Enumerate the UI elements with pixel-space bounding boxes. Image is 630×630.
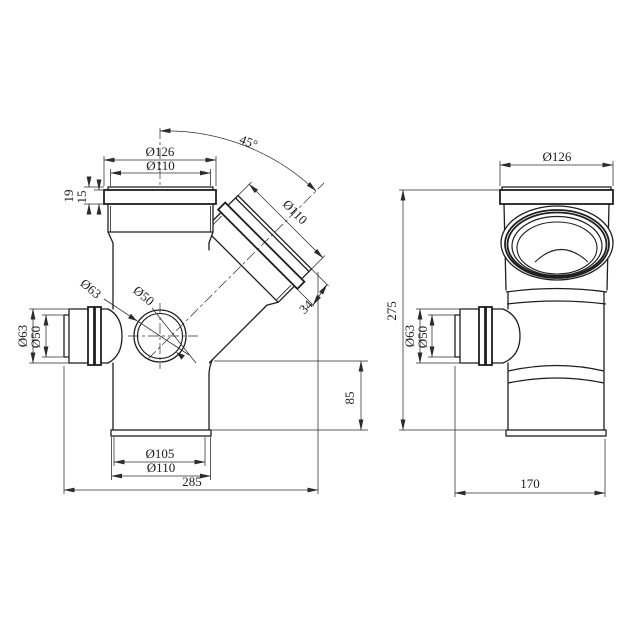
bottom-spigot-band	[110, 429, 212, 437]
side-socket-ring-1	[87, 306, 95, 366]
branch-opening-rings	[500, 205, 614, 281]
right-socket-bead-ring	[499, 189, 614, 205]
dim-spigot-outer-110: Ø110	[111, 437, 211, 480]
top-socket-walls	[107, 203, 214, 244]
right-side-socket-dome	[502, 308, 521, 364]
port-outer-leader-arrow	[128, 313, 137, 321]
side-socket-outline	[63, 308, 109, 364]
dim-outlet-height-85: 85	[212, 360, 368, 431]
dim-socket-pipe-dia: Ø110	[110, 158, 211, 186]
right-view: Ø126 275 Ø63 Ø50 170	[384, 149, 614, 497]
right-side-socket-ring-1	[478, 306, 486, 366]
dim-label-side-d50-right: Ø50	[415, 326, 430, 348]
side-socket-left-view	[63, 306, 123, 366]
dim-label-side-d50-left: Ø50	[28, 326, 43, 348]
dim-overall-width-285: 285	[63, 272, 319, 494]
dim-label-d110-bottom: Ø110	[147, 460, 175, 475]
branch-saddle-arcs	[507, 364, 605, 384]
port-inner-leader	[151, 307, 197, 364]
side-socket-right-view	[454, 306, 521, 366]
dim-label-d126-left: Ø126	[146, 144, 175, 159]
dim-overall-height-275: 275	[384, 189, 505, 431]
port-outer-leader	[103, 298, 190, 356]
dim-label-285: 285	[182, 474, 202, 489]
right-bottom-band	[505, 429, 607, 437]
right-side-socket-outline	[454, 308, 504, 364]
socket-lower-arcs	[505, 287, 608, 305]
dim-label-side-d63-right: Ø63	[402, 325, 417, 347]
dim-flange-height-19: 19 15	[61, 176, 104, 215]
right-side-socket-ring-2	[485, 306, 493, 366]
dim-label-34: 34	[296, 297, 316, 317]
dim-label-side-d63-left: Ø63	[15, 325, 30, 347]
dim-label-85: 85	[342, 392, 357, 405]
dim-spigot-inner-105: Ø105	[113, 437, 206, 466]
side-socket-dome	[107, 308, 123, 364]
dim-branch-angle-45: 45°	[159, 128, 317, 192]
dim-overall-depth-170: 170	[454, 366, 606, 497]
dim-label-d105: Ø105	[146, 446, 175, 461]
dim-label-45deg: 45°	[237, 131, 259, 152]
dim-side-socket-left: Ø63 Ø50	[15, 308, 69, 364]
dim-label-port-d63: Ø63	[77, 276, 104, 302]
branch-body-fillet	[208, 358, 214, 376]
dim-label-19: 19	[61, 190, 76, 203]
dim-label-15: 15	[74, 191, 89, 204]
dim-label-275: 275	[384, 301, 399, 321]
top-socket-bead-ring	[103, 189, 217, 205]
dim-side-socket-right: Ø63 Ø50	[402, 308, 462, 364]
port-inner-leader-arrow	[176, 352, 185, 360]
side-socket-ring-2	[94, 306, 102, 366]
top-socket-inner-lines	[110, 206, 211, 232]
right-body-walls	[507, 291, 605, 431]
left-view: Ø126 Ø110 19 15 45° Ø110 34	[15, 128, 368, 494]
dim-label-170: 170	[520, 476, 540, 491]
dim-right-socket-dia: Ø126	[499, 149, 614, 186]
ring-bore	[516, 221, 598, 275]
bore-inner-arch	[534, 249, 589, 263]
dim-label-d110-top: Ø110	[146, 158, 174, 173]
dim-label-d126-right: Ø126	[543, 149, 572, 164]
